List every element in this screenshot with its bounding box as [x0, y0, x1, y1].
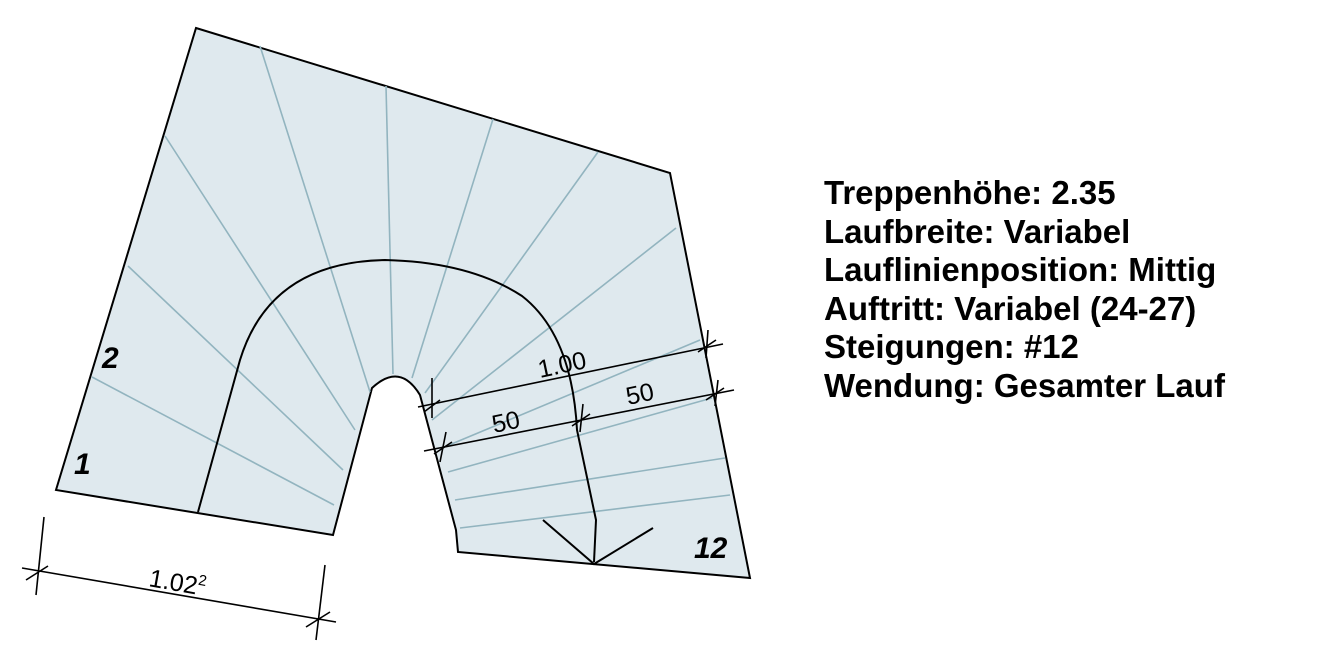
step-label-12: 12 — [694, 532, 728, 565]
dimension-run-width — [417, 329, 724, 418]
stair-properties: Treppenhöhe: 2.35 Laufbreite: Variabel L… — [824, 174, 1225, 405]
walking-line-arrow — [542, 519, 654, 566]
stair-outline — [54, 26, 752, 580]
dimension-half-right-label: 50 — [623, 378, 656, 411]
tread-lines — [91, 45, 731, 529]
info-run-width: Laufbreite: Variabel — [824, 212, 1131, 250]
dimension-width-bottom-label: 1.022 — [147, 563, 208, 601]
info-stair-height: Treppenhöhe: 2.35 — [824, 174, 1116, 211]
info-walking-line-position: Lauflinienposition: Mittig — [824, 251, 1217, 288]
dimension-half-left-label: 50 — [489, 406, 522, 439]
dimension-width-bottom — [21, 516, 337, 641]
info-risers: Steigungen: #12 — [824, 328, 1079, 365]
step-label-2: 2 — [101, 342, 119, 375]
info-turn: Wendung: Gesamter Lauf — [824, 366, 1225, 404]
step-label-1: 1 — [74, 448, 91, 481]
walking-line — [197, 258, 598, 563]
info-tread: Auftritt: Variabel (24-27) — [824, 289, 1197, 327]
dimension-half-width — [423, 379, 735, 463]
